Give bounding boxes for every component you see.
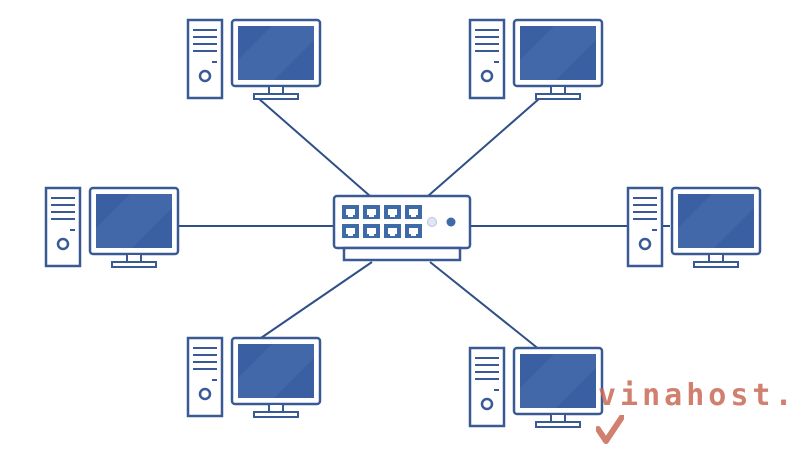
watermark-logo: vinahost. — [595, 378, 800, 451]
watermark-text: vinahost — [598, 378, 775, 413]
desktop-computer-icon — [44, 186, 180, 268]
link-pc-bottom-left — [257, 261, 373, 341]
link-pc-bottom-right — [429, 261, 541, 351]
desktop-computer-icon — [468, 346, 604, 428]
computers-group — [44, 18, 762, 428]
network-switch-icon — [332, 194, 472, 262]
checkmark-logo-icon — [595, 414, 625, 444]
ethernet-port-icon — [363, 205, 380, 219]
ethernet-port-icon — [342, 224, 359, 238]
link-pc-top-right — [427, 97, 541, 197]
watermark-suffix: . — [774, 378, 797, 413]
desktop-computer-icon — [186, 336, 322, 418]
ethernet-port-icon — [384, 205, 401, 219]
switch-base — [342, 246, 462, 262]
ethernet-port-icon — [342, 205, 359, 219]
switch-light-icon — [427, 217, 437, 227]
desktop-computer-icon — [186, 18, 322, 100]
ethernet-port-icon — [384, 224, 401, 238]
desktop-computer-icon — [468, 18, 604, 100]
ethernet-port-icon — [405, 205, 422, 219]
switch-power-icon — [446, 217, 456, 227]
ethernet-port-icon — [363, 224, 380, 238]
desktop-computer-icon — [626, 186, 762, 268]
ethernet-port-icon — [405, 224, 422, 238]
link-pc-top-left — [257, 97, 371, 197]
